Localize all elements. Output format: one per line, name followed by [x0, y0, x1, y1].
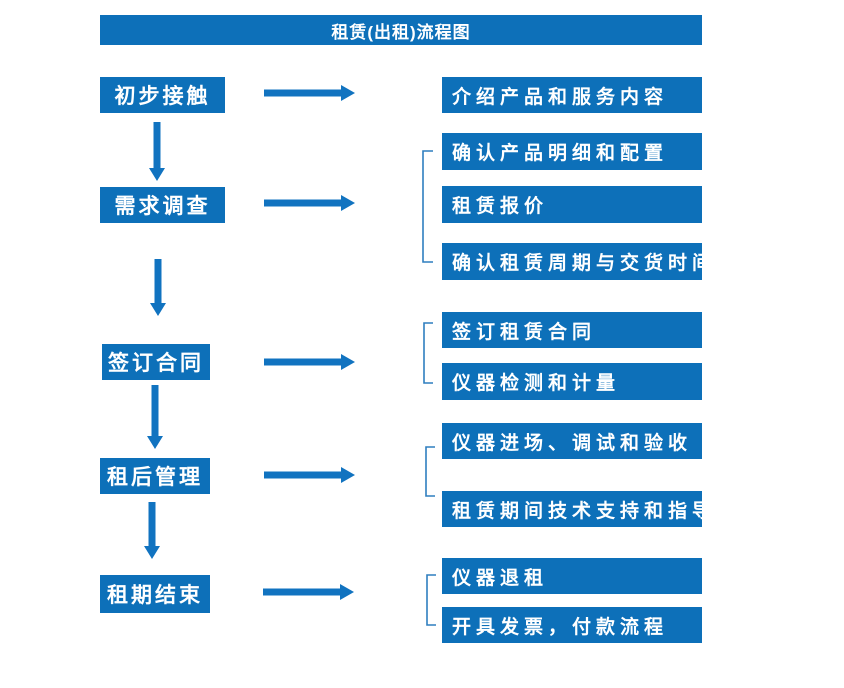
stage-box-post-rental: 租后管理	[100, 458, 210, 494]
detail-bar-introduce-products: 介绍产品和服务内容	[442, 77, 702, 113]
stage-box-rental-end: 租期结束	[100, 575, 210, 613]
title-bar: 租赁(出租)流程图	[100, 15, 702, 45]
detail-bar-instrument-setup-acceptance: 仪器进场、调试和验收	[442, 423, 702, 459]
arrow-right-rental-end	[263, 584, 354, 600]
detail-bar-technical-support: 租赁期间技术支持和指导	[442, 491, 702, 527]
page-title: 租赁(出租)流程图	[331, 22, 471, 42]
stage-box-initial-contact: 初步接触	[100, 77, 225, 113]
arrow-right-initial-contact	[264, 85, 355, 101]
detail-bar-sign-rental-contract: 签订租赁合同	[442, 312, 702, 348]
arrow-right-sign-contract	[264, 354, 355, 370]
bracket-demand-survey-details	[422, 150, 433, 263]
detail-bar-rental-quote: 租赁报价	[442, 186, 702, 223]
arrow-right-demand-survey	[264, 195, 355, 211]
arrow-down-2	[150, 259, 166, 316]
detail-bar-instrument-inspection: 仪器检测和计量	[442, 363, 702, 400]
detail-bar-confirm-product-config: 确认产品明细和配置	[442, 133, 702, 170]
arrow-right-post-rental	[264, 467, 355, 483]
stage-box-demand-survey: 需求调查	[100, 187, 225, 223]
detail-bar-confirm-period-delivery: 确认租赁周期与交货时间	[442, 243, 702, 280]
stage-box-sign-contract: 签订合同	[102, 344, 210, 380]
arrow-down-4	[144, 502, 160, 559]
detail-bar-instrument-return: 仪器退租	[442, 558, 702, 594]
detail-bar-invoice-payment: 开具发票，付款流程	[442, 607, 702, 643]
bracket-sign-contract-details	[423, 322, 433, 384]
arrow-down-1	[149, 122, 165, 181]
arrow-down-3	[147, 385, 163, 449]
bracket-rental-end-details	[426, 574, 436, 626]
bracket-post-rental-details	[425, 446, 435, 497]
